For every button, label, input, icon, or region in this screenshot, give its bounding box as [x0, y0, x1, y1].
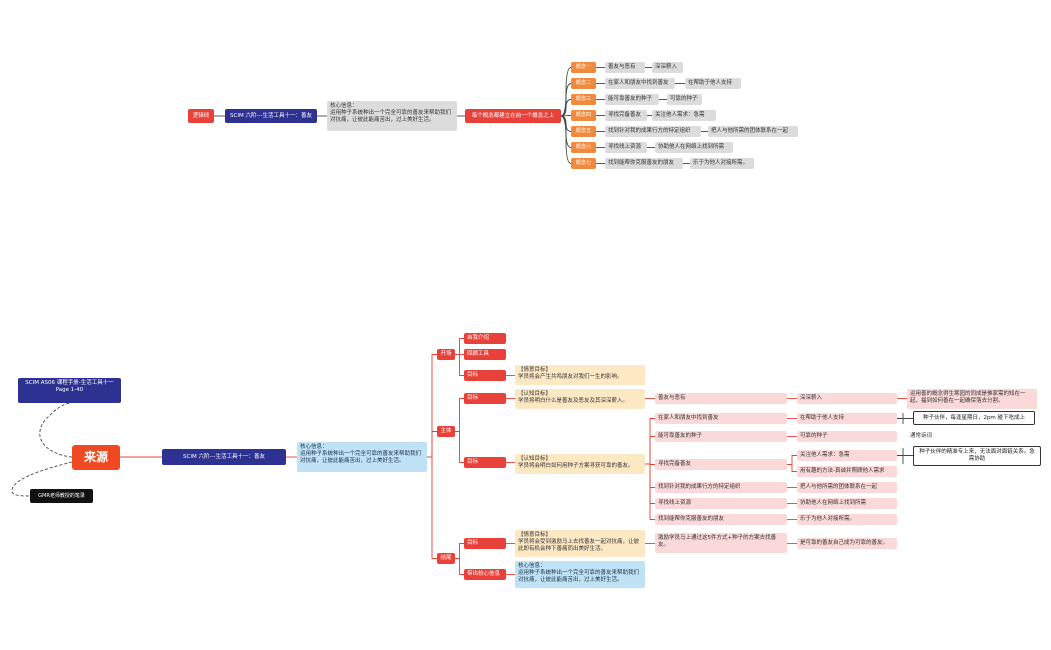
source-note-manual[interactable]: SCIM AS06 课程手册-生活工具十一 Page 1-40	[18, 378, 121, 403]
concept-2-leaf[interactable]: 在帮助于他人支持	[685, 78, 741, 89]
link-open-child-0	[455, 338, 464, 355]
source-note-lecture[interactable]: GMR老师教授的笔录	[30, 489, 93, 503]
main-goal-1-text[interactable]: 【认知目标】 学员将明白什么是善友及恶友及其深深薪入。	[515, 389, 645, 409]
link-open-child-2	[455, 354, 464, 376]
concept-3-item[interactable]: 能可靠善友的种子	[605, 94, 659, 105]
concept-4-leaf[interactable]: 关注他人需求：急需	[652, 110, 716, 121]
top-hub-node[interactable]: 每个概念都建立在前一个概念之上	[465, 109, 561, 123]
main-goal-2[interactable]: 目标	[464, 457, 506, 468]
section-main[interactable]: 主体	[437, 426, 455, 437]
goal-2-item-2[interactable]: 能可靠善友的种子	[655, 431, 787, 442]
main-goal-1-item[interactable]: 善友与恶有	[655, 393, 787, 404]
concept-2-item[interactable]: 在家人和朋友中找到善友	[605, 78, 675, 89]
goal-2-item-5[interactable]: 寻找线上资源	[655, 498, 787, 509]
concept-4-item[interactable]: 寻找完备善友	[605, 110, 647, 121]
ending-goal-text[interactable]: 【情意目标】 学员将会受到激励马上去找善友一起对抗痛，让彼此即有机会种下善痛而出…	[515, 530, 645, 557]
ending-goal[interactable]: 目标	[464, 538, 506, 549]
top-link-concept-7	[560, 115, 572, 164]
source-link-manual	[39, 402, 73, 458]
link-goal2-item-1	[645, 436, 655, 465]
opening-goal-text[interactable]: 【情意目标】 学员将会产生共鸣朋友对我们一生的影响。	[515, 365, 645, 385]
link-end-child-0	[455, 543, 464, 559]
goal-2-item-3-note[interactable]: 种子伙伴的精准专上来，无法面对面链关系。急需协助	[913, 446, 1041, 466]
opening-review-tools[interactable]: 回顾工具	[464, 349, 506, 360]
top-link-concept-4	[560, 115, 572, 117]
ending-core-message[interactable]: 带出核心信息	[464, 569, 506, 580]
goal-2-item-6-leaf[interactable]: 乐于为他人对接所需。	[797, 514, 897, 525]
concept-5-label[interactable]: 概念五	[571, 126, 596, 137]
link-note-bracket-3	[897, 448, 913, 464]
bottom-title-node[interactable]: SCIM 六阶---生活工具十一：善友	[162, 449, 286, 465]
goal-2-item-4-leaf[interactable]: 把人与他所需的团体联系在一起	[797, 482, 897, 493]
top-title-node[interactable]: SCIM 六阶---生活工具十一：善友	[225, 109, 317, 123]
concept-1-item[interactable]: 善友与恶有	[605, 62, 645, 73]
goal-2-item-2-note[interactable]: 通常诉词	[910, 433, 933, 439]
concept-2-label[interactable]: 概念二	[571, 78, 596, 89]
link-end-child-1	[455, 558, 464, 575]
goal-2-item-3[interactable]: 寻找完备善友	[655, 459, 787, 470]
ending-goal-item[interactable]: 激励学员马上通过这5件方式+种子的方案去找善友。	[655, 533, 787, 553]
goal-2-item-4[interactable]: 找到针对我的成果行方的特定组织	[655, 482, 787, 493]
main-goal-1-leaf[interactable]: 深深薪入	[797, 393, 897, 404]
link-g2-leaf-3a	[787, 455, 797, 465]
link-ending	[427, 456, 437, 559]
source-root-node[interactable]: 来源	[72, 445, 120, 470]
section-opening[interactable]: 开场	[437, 349, 455, 360]
concept-7-leaf[interactable]: 乐于为他人对接所需。	[690, 158, 754, 169]
concept-6-item[interactable]: 寻找线上资源	[605, 142, 647, 153]
main-goal-1-note[interactable]: 运用善的概念得生寒园的同成是佛家需的知在一起，福到如何善在一起确保落去分割。	[907, 389, 1037, 409]
concept-1-label[interactable]: 概念一	[571, 62, 596, 73]
goal-2-item-3-leaf-1[interactable]: 关注他人需求：急需	[797, 450, 897, 461]
goal-2-item-6[interactable]: 找到能帮你克服善友的朋友	[655, 514, 787, 525]
section-ending[interactable]: 结尾	[437, 553, 455, 564]
goal-2-item-2-leaf[interactable]: 可靠的种子	[797, 431, 897, 442]
main-goal-1[interactable]: 目标	[464, 393, 506, 404]
goal-2-item-1-note[interactable]: 种子伙伴，每逢星期日，2pm 碰下吃成上	[913, 411, 1035, 425]
link-g2-leaf-3b	[787, 464, 797, 472]
concept-5-leaf[interactable]: 把人与他所需的团体联系在一起	[708, 126, 798, 137]
top-root-node[interactable]: 逻辑线	[188, 109, 214, 123]
concept-7-label[interactable]: 概念七	[571, 158, 596, 169]
link-note-bracket-1	[897, 413, 913, 424]
link-goal2-item-5	[645, 463, 655, 520]
link-main	[427, 431, 437, 458]
concept-3-label[interactable]: 概念三	[571, 94, 596, 105]
concept-6-label[interactable]: 概念六	[571, 142, 596, 153]
opening-self-intro[interactable]: 自我介绍	[464, 333, 506, 344]
goal-2-item-1-leaf[interactable]: 在帮助于他人支持	[797, 413, 897, 424]
concept-6-leaf[interactable]: 协助他人在网络上找到所需	[655, 142, 733, 153]
concept-3-leaf[interactable]: 可靠的种子	[667, 94, 702, 105]
link-main-goal-0	[455, 398, 464, 432]
top-link-concept-2	[560, 83, 572, 117]
main-goal-2-text[interactable]: 【认知目标】 学员将会明白如何用种子方案寻获可靠的善友。	[515, 454, 645, 474]
top-core-info-node[interactable]: 核心信息： 运用种子系统种出一个完全可靠的善友来帮助我们对抗痛，让彼此能痛苦出，…	[327, 101, 457, 131]
link-main-goal-1	[455, 431, 464, 463]
goal-2-item-3-leaf-2[interactable]: 用有趣的方法-真诚并照顾他人需求	[797, 466, 897, 477]
top-link-concept-3	[560, 99, 572, 117]
opening-goal[interactable]: 目标	[464, 370, 506, 381]
source-link-lecture	[11, 461, 73, 497]
ending-goal-leaf[interactable]: 是可靠的善友自己成为可靠的善友。	[797, 538, 897, 549]
concept-7-item[interactable]: 找到能帮你克服善友的朋友	[605, 158, 683, 169]
bottom-core-info-node[interactable]: 核心信息： 运用种子系统种出一个完全可靠的善友来帮助我们对抗痛，让彼此能痛苦出，…	[297, 442, 427, 472]
ending-core-message-text[interactable]: 核心信息： 运用种子系统种出一个完全可靠的善友来帮助我们对抗痛，让彼此能痛苦出，…	[515, 561, 645, 588]
goal-2-item-1[interactable]: 在家人和朋友中找到善友	[655, 413, 787, 424]
concept-1-leaf[interactable]: 深深薪入	[652, 62, 683, 73]
concept-4-label[interactable]: 概念四	[571, 110, 596, 121]
goal-2-item-5-leaf[interactable]: 协助他人在网络上找到所需	[797, 498, 897, 509]
concept-5-item[interactable]: 找到针对我的成果行方的特定组织	[605, 126, 701, 137]
